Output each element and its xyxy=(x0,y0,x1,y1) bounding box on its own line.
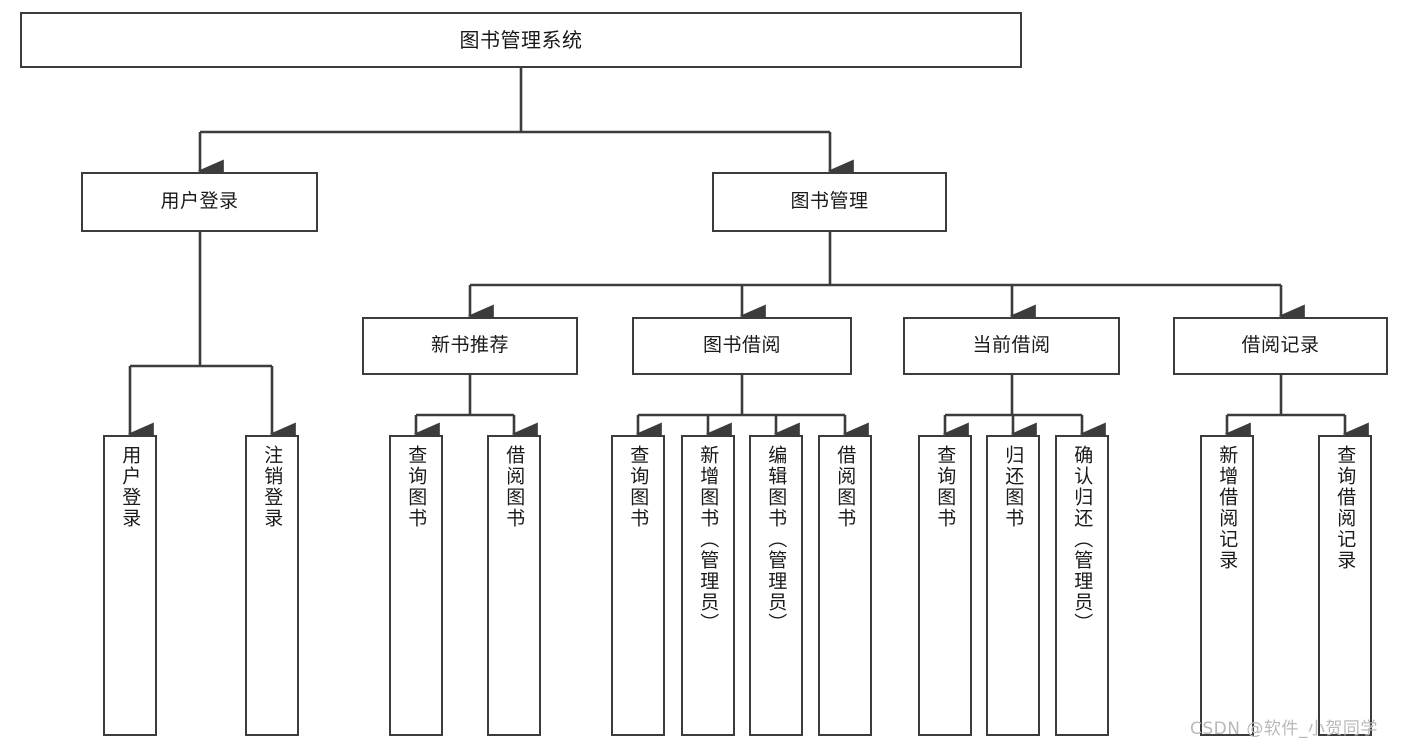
node-leaf8[interactable]: 借阅图书 xyxy=(818,435,872,736)
node-leaf5[interactable]: 查询图书 xyxy=(611,435,665,736)
node-current[interactable]: 当前借阅 xyxy=(903,317,1120,375)
node-label: 查询图书 xyxy=(934,445,957,529)
node-label: 查询借阅记录 xyxy=(1334,445,1357,571)
node-label: 借阅记录 xyxy=(1241,334,1320,357)
node-label: 注销登录 xyxy=(261,445,284,529)
node-leaf9[interactable]: 查询图书 xyxy=(918,435,972,736)
node-leaf7[interactable]: 编辑图书（管理员） xyxy=(749,435,803,736)
node-leaf3[interactable]: 查询图书 xyxy=(389,435,443,736)
node-label: 确认归还（管理员） xyxy=(1071,445,1094,634)
node-label: 图书管理 xyxy=(790,190,869,213)
node-records[interactable]: 借阅记录 xyxy=(1173,317,1388,375)
node-leaf4[interactable]: 借阅图书 xyxy=(487,435,541,736)
node-label: 图书借阅 xyxy=(702,334,781,357)
node-leaf13[interactable]: 查询借阅记录 xyxy=(1318,435,1372,736)
node-label: 新书推荐 xyxy=(430,334,509,357)
node-leaf11[interactable]: 确认归还（管理员） xyxy=(1055,435,1109,736)
node-label: 用户登录 xyxy=(160,190,239,213)
node-label: 借阅图书 xyxy=(503,445,526,529)
node-label: 图书管理系统 xyxy=(459,27,583,52)
node-label: 借阅图书 xyxy=(834,445,857,529)
node-label: 新增图书（管理员） xyxy=(697,445,720,634)
node-label: 查询图书 xyxy=(405,445,428,529)
node-leaf1[interactable]: 用户登录 xyxy=(103,435,157,736)
node-label: 编辑图书（管理员） xyxy=(765,445,788,634)
watermark-text: CSDN @软件_小贺同学 xyxy=(1190,719,1378,739)
node-login[interactable]: 用户登录 xyxy=(81,172,318,232)
node-newbook[interactable]: 新书推荐 xyxy=(362,317,578,375)
node-label: 新增借阅记录 xyxy=(1216,445,1239,571)
node-leaf12[interactable]: 新增借阅记录 xyxy=(1200,435,1254,736)
node-root[interactable]: 图书管理系统 xyxy=(20,12,1022,68)
node-label: 用户登录 xyxy=(119,445,142,529)
node-label: 当前借阅 xyxy=(972,334,1051,357)
node-borrow[interactable]: 图书借阅 xyxy=(632,317,852,375)
node-bookmgr[interactable]: 图书管理 xyxy=(712,172,947,232)
node-leaf2[interactable]: 注销登录 xyxy=(245,435,299,736)
node-leaf10[interactable]: 归还图书 xyxy=(986,435,1040,736)
node-label: 归还图书 xyxy=(1002,445,1025,529)
node-leaf6[interactable]: 新增图书（管理员） xyxy=(681,435,735,736)
node-label: 查询图书 xyxy=(627,445,650,529)
